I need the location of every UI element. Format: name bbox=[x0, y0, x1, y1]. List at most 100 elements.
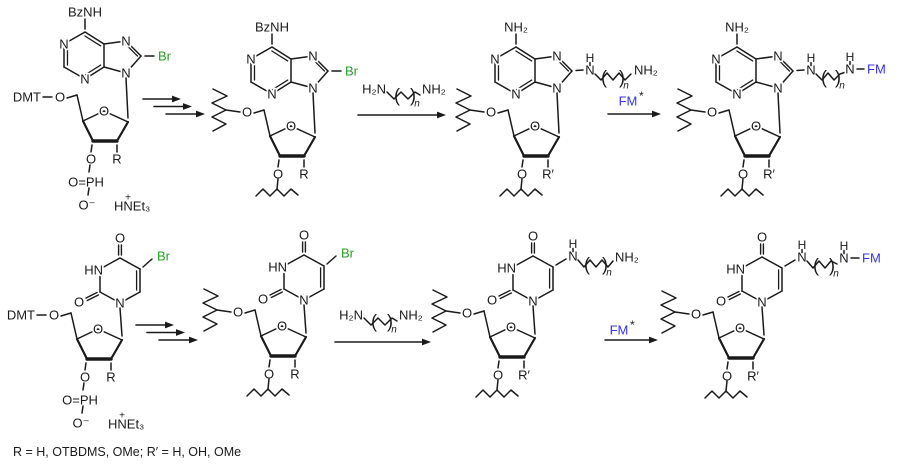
r-group-label: R′ bbox=[542, 167, 554, 182]
three-prime-o-label: O bbox=[517, 167, 527, 182]
arrow-top-solid-phase-steps bbox=[142, 95, 205, 118]
c4-carbonyl-o-label: O bbox=[299, 228, 309, 243]
dmt-label: DMT bbox=[7, 308, 35, 323]
bromo-label: Br bbox=[157, 249, 171, 264]
chain-n-subscript: n bbox=[391, 325, 397, 336]
arrow-top-fm: FM* bbox=[607, 89, 661, 118]
c4-carbonyl-o-label: O bbox=[757, 230, 767, 245]
ammonium-plus-label: + bbox=[119, 411, 125, 422]
n-label: N bbox=[308, 81, 317, 96]
chain-paren-open: ( bbox=[821, 67, 827, 87]
chain-paren-close: ) bbox=[387, 311, 393, 331]
structure-adenosine-2: N N N N BzNH BrO R O O bbox=[211, 18, 360, 197]
chain-paren-open: ( bbox=[371, 311, 377, 331]
amine-label: BzNH bbox=[255, 20, 289, 35]
fluorophore-label: FM bbox=[862, 251, 881, 266]
ribose-o-label: O bbox=[286, 119, 296, 134]
triethylammonium-label: HNEt₃ bbox=[114, 199, 150, 214]
ribose-o-label: O bbox=[506, 320, 516, 335]
linker-h2-label: H bbox=[846, 50, 855, 64]
r-group-legend-text: R = H, OTBDMS, OMe; R′ = H, OH, OMe bbox=[13, 445, 241, 459]
fm-asterisk: * bbox=[630, 318, 635, 332]
r-group-legend: R = H, OTBDMS, OMe; R′ = H, OH, OMe bbox=[13, 445, 241, 459]
amine-label: BzNH bbox=[68, 5, 102, 20]
linker-h-label: H bbox=[586, 51, 595, 65]
c2-carbonyl-o-label: O bbox=[74, 295, 84, 310]
ribose-o-label: O bbox=[99, 104, 109, 119]
n-label: N bbox=[773, 81, 782, 96]
r-group-label: R bbox=[299, 167, 308, 182]
three-prime-o-label: O bbox=[86, 152, 96, 167]
n-label: N bbox=[552, 81, 561, 96]
r-group-label: R′ bbox=[518, 368, 530, 383]
n-label: N bbox=[246, 52, 255, 67]
chain-paren-open: ( bbox=[584, 254, 590, 274]
n-label: N bbox=[552, 49, 561, 64]
fm-asterisk: * bbox=[639, 89, 644, 103]
bromo-label: Br bbox=[341, 246, 355, 261]
linker-n-label: N bbox=[797, 250, 806, 265]
linker-n-label: N bbox=[806, 63, 815, 78]
n-label: N bbox=[80, 72, 89, 87]
three-prime-o-label: O bbox=[273, 167, 283, 182]
c4-carbonyl-o-label: O bbox=[528, 229, 538, 244]
n-label: N bbox=[732, 87, 741, 102]
r-group-label: R bbox=[106, 370, 115, 385]
ribose-o-label: O bbox=[277, 319, 287, 334]
n-label: N bbox=[115, 296, 124, 311]
chain-n-subscript: n bbox=[623, 81, 629, 92]
r-group-label: R′ bbox=[747, 369, 759, 384]
linker-h-label: H bbox=[798, 238, 807, 252]
c2-carbonyl-o-label: O bbox=[716, 294, 726, 309]
chain-paren-close: ) bbox=[619, 67, 625, 87]
three-prime-o-label: O bbox=[738, 167, 748, 182]
linker-n2-label: N bbox=[839, 251, 848, 266]
five-prime-o-label: O bbox=[233, 305, 243, 320]
r-group-label: R bbox=[112, 152, 121, 167]
five-prime-o-label: O bbox=[55, 90, 65, 105]
n-label: N bbox=[308, 49, 317, 64]
hn-label: HN bbox=[268, 260, 287, 275]
n-label: N bbox=[528, 294, 537, 309]
chain-paren-close: ) bbox=[602, 254, 608, 274]
n-label: N bbox=[59, 37, 68, 52]
linker-n2-label: N bbox=[845, 62, 854, 77]
triethylammonium-label: HNEt₃ bbox=[108, 417, 144, 432]
five-prime-o-label: O bbox=[486, 105, 496, 120]
five-prime-o-label: O bbox=[462, 306, 472, 321]
h-phosphonate-label: O=PH bbox=[68, 175, 104, 190]
ribose-o-label: O bbox=[530, 119, 540, 134]
n-label: N bbox=[121, 66, 130, 81]
arrow-bottom-solid-phase-steps bbox=[135, 321, 198, 344]
phosphonate-o-minus-label: O⁻ bbox=[73, 416, 90, 431]
hn-label: HN bbox=[84, 263, 103, 278]
ribose-o-label: O bbox=[93, 322, 103, 337]
diamine-h2n-label: H₂N bbox=[339, 308, 363, 323]
bromo-label: Br bbox=[345, 64, 359, 79]
hn-label: HN bbox=[726, 262, 745, 277]
h-phosphonate-label: O=PH bbox=[62, 393, 98, 408]
n-label: N bbox=[773, 49, 782, 64]
three-prime-o-label: O bbox=[80, 370, 90, 385]
linker-h-label: H bbox=[569, 237, 578, 251]
arrow-bottom-fm: FM* bbox=[604, 318, 658, 344]
n-label: N bbox=[511, 87, 520, 102]
chain-paren-close: ) bbox=[829, 255, 835, 275]
chain-n-subscript: n bbox=[606, 268, 612, 279]
linker-n-label: N bbox=[568, 249, 577, 264]
terminal-amine-label: NH₂ bbox=[615, 250, 639, 265]
five-prime-o-label: O bbox=[691, 307, 701, 322]
hn-label: HN bbox=[497, 261, 516, 276]
five-prime-o-label: O bbox=[242, 105, 252, 120]
three-prime-o-label: O bbox=[264, 367, 274, 382]
chain-paren-close: ) bbox=[410, 85, 416, 105]
c4-carbonyl-o-label: O bbox=[115, 231, 125, 246]
fm-star-label: FM bbox=[610, 323, 629, 338]
n-label: N bbox=[267, 87, 276, 102]
